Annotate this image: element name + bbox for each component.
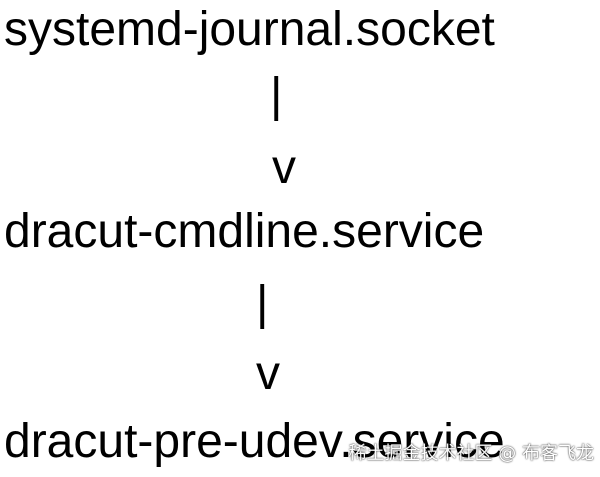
node-dracut-cmdline-service: dracut-cmdline.service [4, 205, 485, 258]
arrow-shaft-1: | [270, 69, 283, 122]
arrow-head-1: v [272, 141, 296, 194]
arrow-shaft-2: | [256, 277, 269, 330]
node-systemd-journal-socket: systemd-journal.socket [4, 3, 495, 56]
node-dracut-pre-udev-service: dracut-pre-udev.service [4, 415, 505, 468]
arrow-head-2: v [256, 347, 280, 400]
watermark: 稀土掘金技术社区 @ 布客飞龙 [348, 443, 594, 464]
